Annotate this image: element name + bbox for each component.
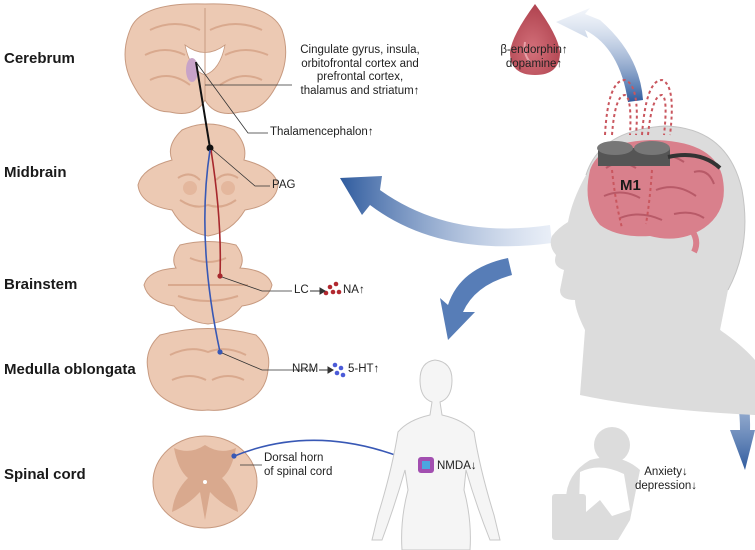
dorsal-horn-annotation: Dorsal horn of spinal cord: [264, 452, 332, 479]
small-arrows: [310, 287, 334, 374]
lc-label: LC: [294, 284, 309, 296]
region-label-medulla: Medulla oblongata: [4, 361, 136, 378]
na-label: NA↑: [343, 284, 365, 296]
nmda-receptor-icon: [418, 457, 434, 473]
nrm-label: NRM: [292, 363, 319, 375]
dorsal-horn-line-2: of spinal cord: [264, 465, 333, 478]
leader-lines: [195, 61, 315, 466]
thalamencephalon-label: Thalamencephalon↑: [270, 126, 374, 138]
region-label-midbrain: Midbrain: [4, 164, 67, 181]
mood-annotation: Anxiety↓ depression↓: [626, 466, 706, 493]
blood-line-2: dopamine↑: [505, 57, 563, 70]
spinal-cord-section-icon: [152, 435, 258, 529]
midbrain-section-icon: [137, 123, 279, 237]
cortex-line-4: thalamus and striatum↑: [300, 84, 420, 97]
region-label-cerebrum: Cerebrum: [4, 50, 75, 67]
blood-line-1: β-endorphin↑: [500, 44, 568, 56]
serotonin-label: 5-HT↑: [348, 363, 380, 375]
dorsal-horn-line-1: Dorsal horn: [264, 452, 324, 464]
cortex-annotation: Cingulate gyrus, insula, orbitofrontal c…: [292, 44, 428, 98]
distressed-person-icon: [552, 427, 640, 540]
tms-coil-icon: [597, 78, 722, 229]
blood-annotation: β-endorphin↑ dopamine↑: [484, 44, 584, 71]
medulla-section-icon: [146, 328, 270, 411]
mood-line-1: Anxiety↓: [644, 466, 688, 478]
pag-label: PAG: [272, 179, 296, 191]
cortex-line-3: prefrontal cortex,: [316, 71, 404, 83]
nmda-label: NMDA↓: [437, 460, 477, 472]
effect-arrows: [340, 8, 755, 470]
region-label-brainstem: Brainstem: [4, 276, 78, 293]
mood-line-2: depression↓: [634, 479, 697, 492]
serotonin-molecule-icon: [332, 362, 346, 378]
m1-label: M1: [620, 177, 641, 194]
cortex-line-2: orbitofrontal cortex and: [301, 57, 419, 70]
blood-drop-icon: [510, 4, 560, 75]
cortex-line-1: Cingulate gyrus, insula,: [300, 44, 420, 56]
brain-coronal-section-icon: [124, 3, 287, 114]
region-label-spinal-cord: Spinal cord: [4, 466, 86, 483]
body-outline-icon: [371, 359, 501, 550]
na-molecule-icon: [323, 281, 342, 296]
